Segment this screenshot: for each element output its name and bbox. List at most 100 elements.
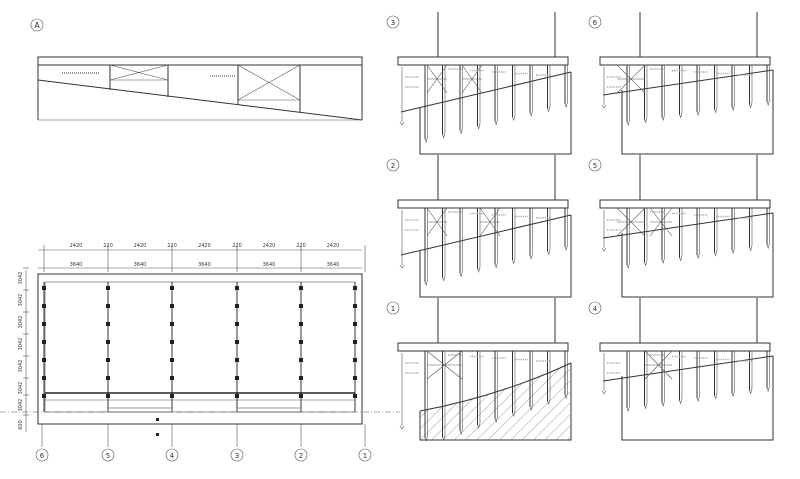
plan-pile [106, 394, 110, 398]
section-pile-tip [749, 245, 753, 252]
section-level-mark [399, 425, 405, 430]
section-2: 2 [386, 155, 572, 298]
section-pile-tip [512, 410, 516, 417]
section-marker-circle [588, 15, 602, 29]
plan-grid [42, 282, 357, 412]
section-pile-tip [731, 247, 735, 254]
section-pile-tip [696, 395, 700, 402]
section-marker-circle [386, 15, 400, 29]
section-pile-tip [644, 403, 648, 410]
elevation-ground-slope [37, 79, 363, 121]
section-deck [599, 199, 771, 209]
section-pile-tip [749, 102, 753, 109]
section-marker-circle [386, 301, 400, 315]
plan-pile [235, 286, 239, 290]
section-pile-tip [442, 434, 446, 441]
section-pile-tip [679, 398, 683, 405]
axis-marker-label: 3 [235, 452, 239, 460]
section-deck [397, 199, 569, 209]
section-pile-tip [442, 132, 446, 139]
plan-pile [42, 394, 46, 398]
axis-marker-label: 1 [363, 452, 367, 460]
plan-dim-left-label: 3042 [18, 360, 24, 373]
section-pile-tip [714, 393, 718, 400]
elevation-a: A [30, 18, 363, 121]
section-deck [599, 342, 771, 352]
section-ground-line [602, 69, 774, 96]
plan-dim-left-label: 3042 [18, 272, 24, 285]
section-pile-tip [459, 271, 463, 278]
section-pile-tip [731, 104, 735, 111]
plan-dim-total-label: 3640 [70, 262, 83, 268]
section-deck [397, 342, 569, 352]
plan-pile [42, 340, 46, 344]
section-pile-tip [696, 109, 700, 116]
axis-marker-circle [165, 448, 179, 462]
plan-pile [170, 286, 174, 290]
plan-outline [37, 273, 363, 425]
section-pile-tip [494, 416, 498, 423]
section-marker-label: 6 [593, 19, 598, 27]
section-pile-tip [626, 262, 630, 269]
section-soil-box [419, 72, 572, 155]
section-pile-tip [644, 117, 648, 124]
plan-pile [353, 322, 357, 326]
plan-dim-total-label: 3640 [134, 262, 147, 268]
plan-pile [235, 394, 239, 398]
axis-marker-circle [358, 448, 372, 462]
section-ground-line [602, 355, 774, 382]
plan-pile [42, 376, 46, 380]
section-pile-tip [766, 242, 770, 249]
plan-dim-total-label: 3640 [327, 262, 340, 268]
plan-dim-top-label: 2420 [134, 243, 147, 249]
axis-marker-label: 2 [299, 452, 303, 460]
plan-pile [299, 394, 303, 398]
section-pile-tip [477, 123, 481, 130]
axis-marker-circle [101, 448, 115, 462]
plan-pile [106, 376, 110, 380]
section-soil-box [621, 213, 774, 298]
section-soil-box [621, 70, 774, 155]
section-pile-tip [512, 258, 516, 265]
plan-pile [299, 376, 303, 380]
plan-pile [235, 304, 239, 308]
section-marker-label: 2 [391, 162, 395, 170]
section-pile-tip [424, 136, 428, 143]
section-4: 4 [588, 298, 774, 441]
section-3: 3 [386, 12, 572, 155]
plan-dim-total-label: 3640 [198, 262, 211, 268]
section-level-mark [601, 390, 607, 395]
section-marker-circle [588, 301, 602, 315]
section-pile-tip [442, 275, 446, 282]
section-pile-tip [529, 110, 533, 117]
plan-pile [353, 394, 357, 398]
section-ground-line [602, 212, 774, 239]
plan-pile [170, 340, 174, 344]
plan-dim-left-label: 3042 [18, 294, 24, 307]
section-pile-tip [547, 106, 551, 113]
plan-pile [106, 286, 110, 290]
plan-pile [42, 304, 46, 308]
plan-pile [299, 304, 303, 308]
section-5: 5 [588, 155, 774, 298]
plan-dim-left-label: 3042 [18, 399, 24, 412]
section-deck [599, 56, 771, 66]
plan-pile [299, 340, 303, 344]
section-pile-tip [766, 385, 770, 392]
section-pile-tip [679, 112, 683, 119]
axis-marker-label: 4 [170, 452, 175, 460]
plan-pile [42, 358, 46, 362]
elevation-bracing-1 [109, 64, 169, 97]
svg-text:A: A [34, 21, 40, 30]
section-pile-tip [529, 253, 533, 260]
axis-marker-label: 5 [106, 452, 110, 460]
section-soil-box [419, 215, 572, 298]
plan-pile [353, 376, 357, 380]
plan-pile [353, 286, 357, 290]
